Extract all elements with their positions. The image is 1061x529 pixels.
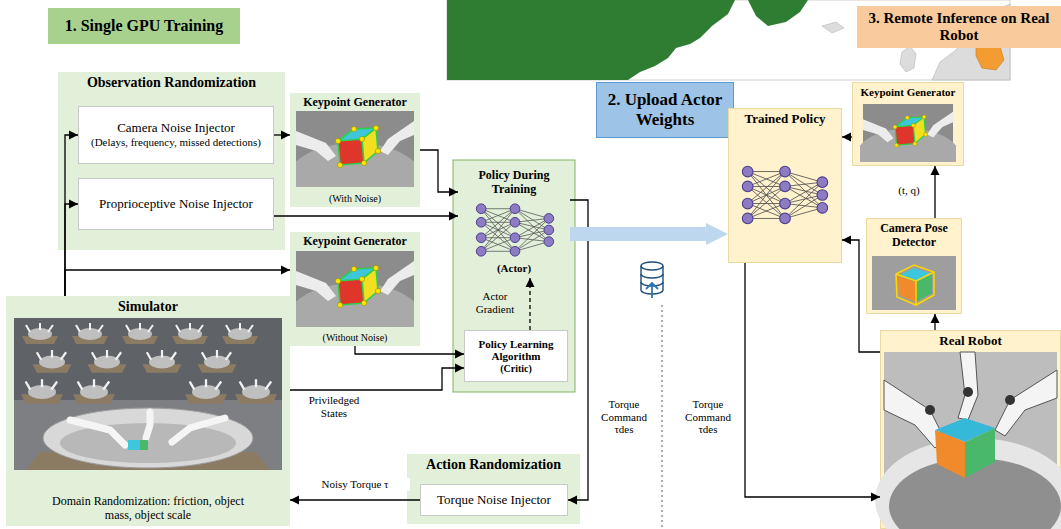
divider-line xyxy=(661,305,662,529)
panel: SimulatorDomain Randomization: friction,… xyxy=(6,296,290,526)
keypoint-image xyxy=(855,104,962,189)
box-title: Keypoint Generator xyxy=(860,86,955,99)
box-subtitle: (Critic) xyxy=(500,363,532,375)
module-box: Keypoint Generator (With Noise) xyxy=(290,93,420,207)
panel: Action RandomizationTorque Noise Injecto… xyxy=(407,454,580,524)
box-title: Policy Learning Algorithm xyxy=(469,338,563,363)
robot-photo xyxy=(875,352,1061,529)
flow-arrow xyxy=(65,270,290,296)
policy-frame xyxy=(453,160,575,392)
section-header: 3. Remote Inference on Real Robot xyxy=(857,6,1061,48)
camera-pose-image xyxy=(872,256,956,310)
policy-network: Policy During Training (Actor) xyxy=(458,166,570,278)
box-subtitle: (Delays, frequency, missed detections) xyxy=(91,136,261,149)
flow-arrow xyxy=(274,215,458,216)
flow-arrow xyxy=(65,204,78,296)
box-title: Policy During Training xyxy=(462,169,566,197)
gradient-arrow xyxy=(529,278,530,330)
process-box: Camera Noise Injector(Delays, frequency,… xyxy=(78,106,274,164)
box-title: Simulator xyxy=(118,299,178,315)
box-subtitle: Domain Randomization: friction, object m… xyxy=(38,495,258,523)
edge-label: Noisy Torque τ xyxy=(300,478,410,491)
box-subtitle: (Actor) xyxy=(497,262,531,275)
trained-network xyxy=(742,166,827,224)
section-header: 2. Upload Actor Weights xyxy=(596,82,734,138)
policy-box: Trained Policy xyxy=(728,108,842,263)
flow-arrow xyxy=(290,499,420,500)
box-title: Camera Pose Detector xyxy=(871,222,957,250)
box-title: Torque Noise Injector xyxy=(437,493,551,508)
process-box: Proprioceptive Noise Injector xyxy=(78,178,274,230)
simulator-render xyxy=(14,318,282,470)
flow-arrow xyxy=(568,200,588,500)
box-title: Trained Policy xyxy=(744,112,825,127)
box-title: 1. Single GPU Training xyxy=(65,17,224,35)
edge-label: (t, q) xyxy=(888,184,930,197)
flow-arrow xyxy=(745,263,880,497)
box-title: Action Randomization xyxy=(426,457,561,473)
upload-arrow xyxy=(570,227,706,241)
box-title: Camera Noise Injector xyxy=(117,121,235,136)
edge-label: Torque Command τdes xyxy=(593,398,655,436)
edge-label: Priviledged States xyxy=(298,394,370,419)
database-upload-icon xyxy=(641,262,663,298)
flow-arrow xyxy=(420,150,458,192)
process-box: Policy Learning Algorithm(Critic) xyxy=(464,330,568,382)
actor-network xyxy=(476,204,553,256)
module-box: Camera Pose Detector xyxy=(866,218,962,314)
box-title: Keypoint Generator xyxy=(303,235,407,249)
flow-arrow xyxy=(934,166,935,218)
box-title: Proprioceptive Noise Injector xyxy=(99,197,253,212)
section-header: 1. Single GPU Training xyxy=(48,8,240,44)
keypoint-image xyxy=(285,251,425,363)
process-box: Torque Noise Injector xyxy=(420,484,568,516)
module-box: Keypoint Generator xyxy=(852,82,964,166)
box-subtitle: (With Noise) xyxy=(329,193,381,205)
edge-label: Actor Gradient xyxy=(466,290,524,315)
box-title: Observation Randomization xyxy=(87,75,256,91)
keypoint-image xyxy=(285,111,425,223)
flow-arrow xyxy=(842,240,880,352)
box-subtitle: (Without Noise) xyxy=(323,332,388,344)
flow-arrow xyxy=(65,135,78,296)
edge-label: Torque Command τdes xyxy=(677,398,739,436)
flow-arrow xyxy=(842,136,852,137)
flow-arrow xyxy=(934,314,935,330)
box-title: Keypoint Generator xyxy=(303,96,407,110)
box-title: 2. Upload Actor Weights xyxy=(606,90,724,129)
flow-arrow xyxy=(355,346,464,354)
module-box: Keypoint Generator (Without Noise) xyxy=(290,232,420,346)
box-title: 3. Remote Inference on Real Robot xyxy=(861,10,1057,45)
panel: Observation RandomizationCamera Noise In… xyxy=(58,72,285,250)
box-title: Real Robot xyxy=(939,334,1001,349)
flow-arrow xyxy=(290,368,464,390)
robot-box: Real Robot xyxy=(880,330,1061,529)
flow-arrow xyxy=(274,134,290,135)
